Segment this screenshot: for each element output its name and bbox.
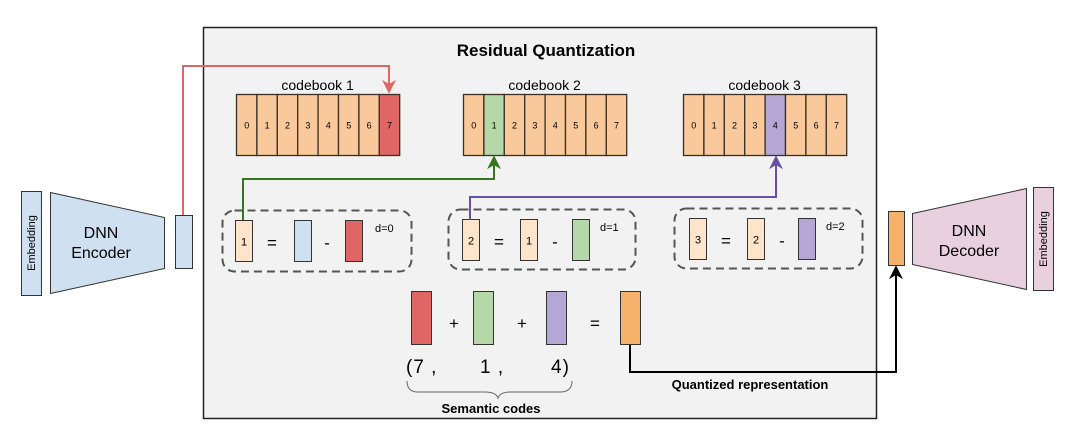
input-vector <box>294 220 312 262</box>
depth-label: d=2 <box>826 221 845 233</box>
input-index: 2 <box>753 235 759 247</box>
codebook-cell-index: 2 <box>285 121 290 131</box>
residual-step-frame <box>673 207 864 270</box>
decoder-label-line1: DNN <box>952 223 987 240</box>
purple-connector <box>469 155 783 220</box>
codebook-1: codebook 1 0 1 2 3 4 5 6 7 <box>235 77 401 157</box>
minus-sign: - <box>324 234 330 253</box>
semantic-codes-brace <box>406 380 573 400</box>
codebook-cell-index: 7 <box>387 121 392 131</box>
input-embedding-box <box>21 191 42 296</box>
sum-red-vector <box>411 291 432 345</box>
input-vector <box>520 219 538 261</box>
codebook-cell-index: 5 <box>346 121 351 131</box>
codebook-cell-index: 4 <box>773 121 778 131</box>
residual-vector <box>235 220 253 262</box>
codebook-cell-selected <box>378 93 401 157</box>
decoder: DNN Decoder Embedding <box>888 187 1054 291</box>
codeword-vector <box>572 219 590 261</box>
codebook-cell <box>825 93 848 157</box>
codebook-cell-index: 6 <box>367 121 372 131</box>
codebook-cell-index: 3 <box>532 121 537 131</box>
output-embedding-label: Embedding <box>1038 211 1050 267</box>
codebook-cell-index: 0 <box>691 121 696 131</box>
minus-sign: - <box>552 233 558 252</box>
codebook-label: codebook 1 <box>281 77 354 93</box>
residual-vector <box>689 218 707 260</box>
quantized-connector <box>629 265 903 373</box>
codebook-cell-index: 0 <box>471 121 476 131</box>
quantized-representation-label: Quantized representation <box>672 377 829 392</box>
encoder-label-line2: Encoder <box>71 245 131 262</box>
codebook-3: codebook 3 0 1 2 3 4 5 6 7 <box>682 77 848 157</box>
input-vector <box>747 218 765 260</box>
red-connector <box>182 65 396 215</box>
residual-step-frame <box>447 208 637 271</box>
code-4: 4) <box>551 357 570 378</box>
depth-label: d=0 <box>375 223 394 235</box>
input-embedding-label: Embedding <box>26 215 38 271</box>
dnn-encoder-shape <box>50 191 165 295</box>
residual-steps: 1 = - d=0 2 = 1 - d=1 3 = 2 - d=2 <box>221 207 864 273</box>
residual-step-frame <box>221 209 413 273</box>
encoder-label-line1: DNN <box>84 225 119 242</box>
code-1: 1 , <box>480 357 504 378</box>
codebook-cell-index: 2 <box>512 121 517 131</box>
rq-title: Residual Quantization <box>457 41 636 60</box>
codebook-cell-index: 4 <box>553 121 558 131</box>
residual-index: 3 <box>695 235 701 247</box>
codeword-vector <box>345 220 363 262</box>
codebook-cell-index: 1 <box>265 121 270 131</box>
dnn-decoder-shape <box>912 187 1027 291</box>
codebook-cell-index: 6 <box>814 121 819 131</box>
codebook-cell-index: 3 <box>305 121 310 131</box>
equals-sign-sum: = <box>590 314 600 333</box>
codebook-label: codebook 3 <box>728 77 801 93</box>
codebook-cell-index: 7 <box>834 121 839 131</box>
codebook-cell <box>605 93 628 157</box>
sum-row: + + = (7 , 1 , 4) Semantic codes Quantiz… <box>406 291 829 416</box>
encoder-output-vector <box>175 215 193 269</box>
decoder-input-vector <box>888 211 905 266</box>
residual-index: 2 <box>468 236 474 248</box>
codebook-cell-index: 1 <box>492 121 497 131</box>
sum-green-vector <box>473 291 494 345</box>
codebook-cell-index: 4 <box>326 121 331 131</box>
codebook-cell-index: 5 <box>573 121 578 131</box>
sum-purple-vector <box>546 291 567 345</box>
semantic-codes-label: Semantic codes <box>442 401 541 416</box>
residual-step-2: 3 = 2 - d=2 <box>673 207 864 270</box>
green-connector <box>242 155 501 220</box>
depth-label: d=1 <box>600 222 619 234</box>
codeword-vector <box>798 218 816 260</box>
codebook-cell-index: 2 <box>732 121 737 131</box>
encoder: Embedding DNN Encoder <box>21 191 193 296</box>
equals-sign: = <box>494 233 504 252</box>
plus-sign-2: + <box>517 314 527 333</box>
residual-step-1: 2 = 1 - d=1 <box>447 208 637 271</box>
codebook-cell-index: 7 <box>614 121 619 131</box>
codebook-cell-index: 3 <box>752 121 757 131</box>
output-embedding-box <box>1033 187 1054 291</box>
codebook-cell-index: 5 <box>793 121 798 131</box>
codebook-label: codebook 2 <box>508 77 581 93</box>
codebook-cell-index: 1 <box>712 121 717 131</box>
input-index: 1 <box>526 236 532 248</box>
equals-sign: = <box>721 232 731 251</box>
codebook-cell-index: 0 <box>244 121 249 131</box>
decoder-label-line2: Decoder <box>939 243 1000 260</box>
codebook-cell-index: 6 <box>594 121 599 131</box>
plus-sign-1: + <box>449 314 459 333</box>
minus-sign: - <box>779 232 785 251</box>
code-7: (7 , <box>406 357 437 378</box>
equals-sign: = <box>267 234 277 253</box>
quantized-vector <box>620 291 641 345</box>
codebook-2: codebook 2 0 1 2 3 4 5 6 7 <box>462 77 628 157</box>
residual-step-0: 1 = - d=0 <box>221 209 413 273</box>
residual-index: 1 <box>241 237 247 249</box>
